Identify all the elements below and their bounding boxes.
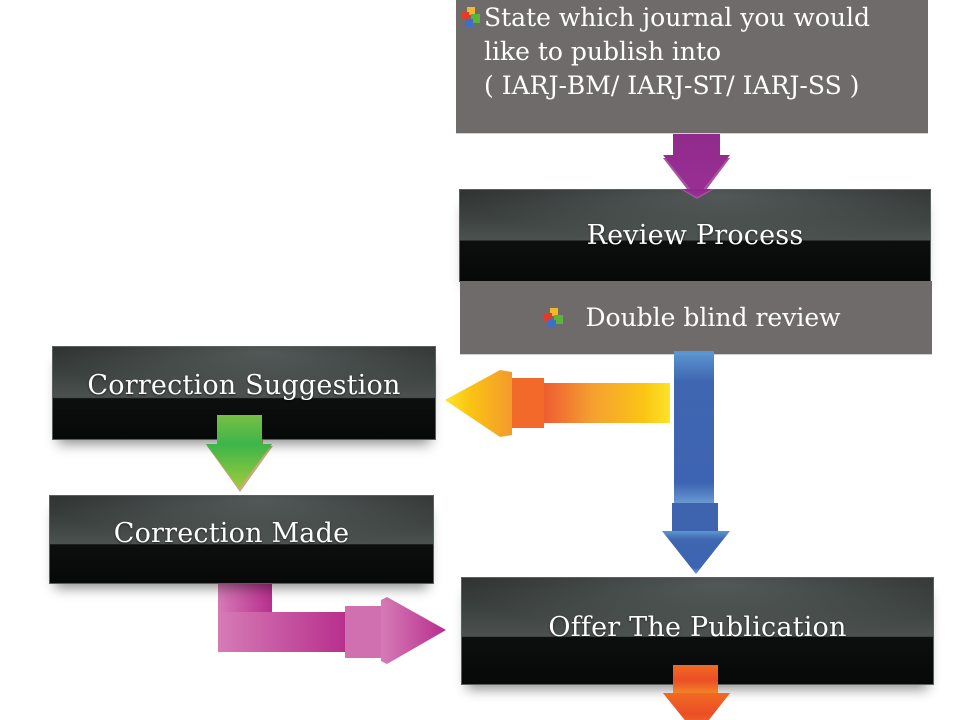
colored-cubes-icon <box>460 6 482 32</box>
correction-suggestion-title: Correction Suggestion <box>87 369 401 401</box>
correction-suggestion-box: Correction Suggestion <box>52 346 436 440</box>
journal-selection-step: State which journal you would like to pu… <box>456 0 928 133</box>
offer-publication-title: Offer The Publication <box>548 611 847 643</box>
arrow-review-to-correction-suggestion <box>445 370 670 437</box>
correction-made-box: Correction Made <box>49 495 434 584</box>
journal-step-line-1: State which journal you would <box>484 3 870 32</box>
review-process-detail: Double blind review <box>460 281 932 354</box>
journal-step-line-2: like to publish into <box>484 37 722 66</box>
arrow-made-to-offer <box>218 583 446 664</box>
offer-publication-box: Offer The Publication <box>461 577 934 685</box>
correction-made-title: Correction Made <box>113 518 350 549</box>
review-process-title: Review Process <box>586 220 804 251</box>
colored-cubes-icon <box>543 307 565 329</box>
review-process-detail-text: Double blind review <box>585 303 841 332</box>
journal-step-line-3: ( IARJ-BM/ IARJ-ST/ IARJ-SS ) <box>484 71 860 100</box>
arrow-review-to-offer <box>662 351 730 574</box>
arrow-journal-to-review <box>663 122 730 202</box>
review-process-box: Review Process <box>459 189 931 282</box>
